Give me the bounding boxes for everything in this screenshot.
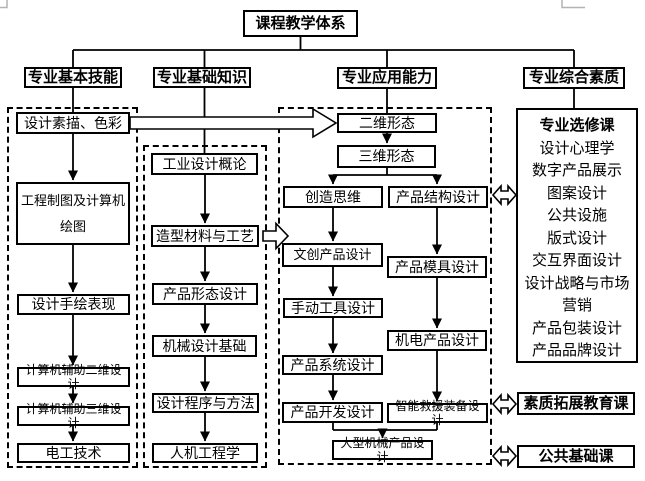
elective-interactive-interface-design: 交互界面设计 xyxy=(531,252,622,269)
node-product-structure-design: 产品结构设计 xyxy=(388,186,488,208)
node-basic-knowledge: 专业基础知识 xyxy=(153,67,251,88)
node-creative-thinking: 创造思维 xyxy=(283,186,383,208)
node-hand-drawing-presentation: 设计手绘表现 xyxy=(17,294,130,315)
node-modeling-materials-craft: 造型材料与工艺 xyxy=(151,225,259,247)
node-product-mold-design: 产品模具设计 xyxy=(387,256,487,278)
node-design-procedure-method: 设计程序与方法 xyxy=(152,393,259,413)
node-product-form-design: 产品形态设计 xyxy=(152,283,258,305)
elective-digital-product-display: 数字产品展示 xyxy=(531,162,622,179)
node-engineering-drawing-computer-graphics: 工程制图及计算机绘图 xyxy=(16,182,130,245)
node-computer-aided-3d-design: 计算机辅助三维设计 xyxy=(17,402,130,430)
node-intelligent-rescue-equipment-design: 智能救援装备设计 xyxy=(387,399,488,427)
node-mechatronic-product-design: 机电产品设计 xyxy=(387,330,487,351)
node-2d-form: 二维形态 xyxy=(337,113,437,133)
node-course-teaching-system: 课程教学体系 xyxy=(243,10,358,37)
node-application-ability: 专业应用能力 xyxy=(337,67,437,89)
elective-pattern-design: 图案设计 xyxy=(546,184,607,202)
crop-mark-top-right xyxy=(561,0,585,9)
elective-public-facilities: 公共设施 xyxy=(546,207,607,224)
node-product-system-design: 产品系统设计 xyxy=(282,355,383,375)
node-hand-tool-design: 手动工具设计 xyxy=(283,298,383,318)
node-ergonomics: 人机工程学 xyxy=(152,443,258,463)
node-computer-aided-2d-design: 计算机辅助二维设计 xyxy=(17,363,130,391)
elective-product-packaging-design: 产品包装设计 xyxy=(531,319,622,337)
elective-product-brand-design: 产品品牌设计 xyxy=(531,342,622,359)
node-design-sketch-color: 设计素描、色彩 xyxy=(16,112,130,134)
node-3d-form: 三维形态 xyxy=(337,145,436,168)
node-cultural-product-design: 文创产品设计 xyxy=(282,243,383,267)
electives-panel: 专业选修课 设计心理学 数字产品展示 图案设计 公共设施 版式设计 交互界面设计… xyxy=(516,108,638,363)
crop-mark-top-left xyxy=(0,0,8,9)
elective-design-psychology: 设计心理学 xyxy=(539,139,615,157)
node-basic-skills: 专业基本技能 xyxy=(24,67,122,88)
node-mechanical-design-basics: 机械设计基础 xyxy=(152,335,257,357)
node-quality-development-course: 素质拓展教育课 xyxy=(517,392,635,415)
double-arrow-electives-icon xyxy=(491,183,518,207)
elective-design-strategy-marketing: 设计战略与市场营销 xyxy=(524,274,630,315)
electives-title: 专业选修课 xyxy=(539,117,615,134)
node-comprehensive-quality: 专业综合素质 xyxy=(523,67,625,89)
node-public-basic-course: 公共基础课 xyxy=(517,445,635,468)
node-large-machinery-product-design: 大型机械产品设计 xyxy=(332,436,433,464)
elective-layout-design: 版式设计 xyxy=(546,229,607,247)
node-product-development-design: 产品开发设计 xyxy=(282,402,383,423)
double-arrow-quality-course-icon xyxy=(491,392,518,416)
knowledge-course-group xyxy=(143,145,267,468)
node-electrical-technology: 电工技术 xyxy=(17,443,130,463)
node-industrial-design-introduction: 工业设计概论 xyxy=(151,153,258,175)
double-arrow-public-course-icon xyxy=(491,444,518,468)
